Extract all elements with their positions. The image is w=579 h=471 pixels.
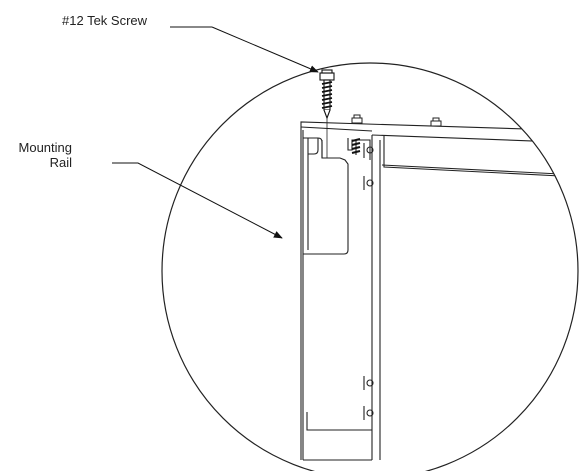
bottom-channel [306, 412, 372, 431]
detail-circle [161, 62, 579, 471]
screw-leader [170, 26, 318, 72]
rail-leader [112, 162, 283, 239]
mounting-rail [303, 137, 349, 255]
ceiling-panel [383, 136, 578, 178]
mounting-rail-label-line1: Mounting [19, 140, 72, 155]
roof-bolts [351, 114, 442, 127]
tek-screw-icon [319, 69, 335, 120]
side-fasteners [363, 143, 374, 420]
tek-screw-label: #12 Tek Screw [62, 13, 148, 28]
screw-threads [351, 138, 361, 154]
mounting-rail-label-line2: Rail [50, 155, 73, 170]
enclosure-section [300, 121, 578, 461]
